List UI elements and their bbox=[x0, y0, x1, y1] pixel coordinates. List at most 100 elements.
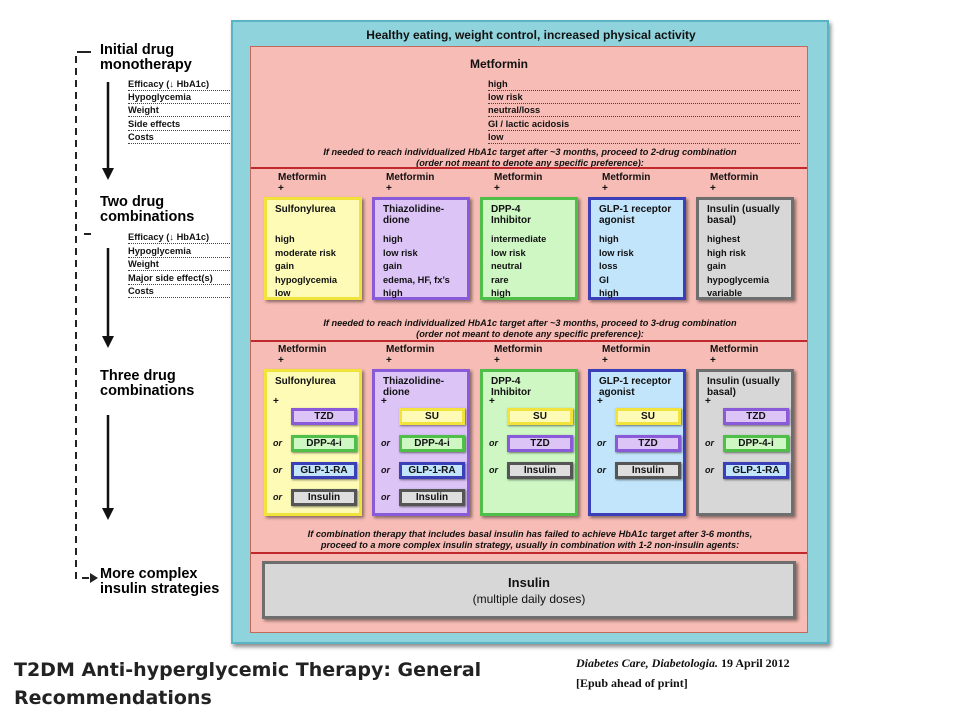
option-insulin: Insulin bbox=[291, 489, 357, 506]
drug-name-line: basal) bbox=[707, 387, 736, 398]
drug-value: low risk bbox=[599, 247, 634, 258]
metformin-value: low bbox=[488, 131, 800, 144]
drug-name-line: Sulfonylurea bbox=[275, 204, 336, 215]
drug-value: highest bbox=[707, 234, 741, 244]
metformin-label: Metformin bbox=[602, 344, 651, 355]
metformin-label: Metformin bbox=[710, 344, 759, 355]
option-tzd: TZD bbox=[291, 408, 357, 425]
metformin-value: low risk bbox=[488, 91, 800, 105]
divider-line bbox=[251, 167, 807, 169]
criterion-label: Hypoglycemia bbox=[128, 245, 194, 256]
or-label: or bbox=[381, 492, 390, 502]
metformin-value: high bbox=[488, 78, 800, 91]
or-label: or bbox=[381, 438, 390, 448]
citation-date: 19 April 2012 bbox=[720, 656, 790, 670]
option-insulin: Insulin bbox=[507, 462, 573, 479]
criterion-label: Major side effect(s) bbox=[128, 272, 215, 283]
drug-name-line: agonist bbox=[599, 215, 635, 226]
divider-line bbox=[251, 340, 807, 342]
plus-sign: + bbox=[278, 183, 284, 194]
option-tzd: TZD bbox=[507, 435, 573, 452]
drug-value: loss bbox=[599, 261, 618, 272]
drug-value: high bbox=[383, 234, 403, 244]
option-insulin: Insulin bbox=[399, 489, 465, 506]
drug-value: edema, HF, fx’s bbox=[383, 274, 450, 285]
drug-name-line: Inhibitor bbox=[491, 215, 531, 226]
or-label: or bbox=[705, 465, 714, 475]
option-dpp-4-i: DPP-4-i bbox=[723, 435, 789, 452]
plus-sign: + bbox=[381, 396, 387, 407]
plus-sign: + bbox=[597, 396, 603, 407]
metformin-value: neutral/loss bbox=[488, 104, 800, 118]
metformin-label: Metformin bbox=[278, 172, 327, 183]
monotherapy-title: Metformin bbox=[470, 57, 528, 71]
stage-two-drug: Two drug combinations bbox=[100, 194, 195, 225]
drug-value: high bbox=[383, 288, 403, 299]
criterion-row: Major side effect(s) bbox=[128, 272, 264, 285]
metformin-label: Metformin bbox=[386, 172, 435, 183]
therapy-panel bbox=[250, 46, 808, 633]
drug-value: GI bbox=[599, 274, 609, 285]
plus-sign: + bbox=[494, 355, 500, 366]
citation: Diabetes Care, Diabetologia. 19 April 20… bbox=[576, 653, 790, 693]
plus-sign: + bbox=[489, 396, 495, 407]
drug-name-line: GLP-1 receptor bbox=[599, 376, 672, 387]
plus-sign: + bbox=[602, 355, 608, 366]
drug-value: intermediate bbox=[491, 234, 547, 244]
drug-value: high bbox=[491, 288, 511, 299]
drug-name-line: dione bbox=[383, 215, 410, 226]
or-label: or bbox=[489, 438, 498, 448]
or-label: or bbox=[273, 465, 282, 475]
option-su: SU bbox=[399, 408, 465, 425]
criterion-label: Costs bbox=[128, 131, 156, 142]
metformin-value: GI / lactic acidosis bbox=[488, 118, 800, 131]
drug-value: high bbox=[599, 234, 619, 244]
drug-name-line: Sulfonylurea bbox=[275, 376, 336, 387]
drug-name-line: GLP-1 receptor bbox=[599, 204, 672, 215]
drug-value: low risk bbox=[491, 247, 526, 258]
option-dpp-4-i: DPP-4-i bbox=[399, 435, 465, 452]
option-insulin: Insulin bbox=[615, 462, 681, 479]
criterion-label: Efficacy (↓ HbA1c) bbox=[128, 232, 212, 242]
option-glp-1-ra: GLP-1-RA bbox=[399, 462, 465, 479]
drug-name-line: Thiazolidine- bbox=[383, 376, 445, 387]
option-glp-1-ra: GLP-1-RA bbox=[291, 462, 357, 479]
metformin-label: Metformin bbox=[386, 344, 435, 355]
slide-caption: T2DM Anti-hyperglycemic Therapy: General… bbox=[14, 659, 482, 709]
lifestyle-banner: Healthy eating, weight control, increase… bbox=[366, 28, 696, 42]
or-label: or bbox=[597, 438, 606, 448]
or-label: or bbox=[489, 465, 498, 475]
drug-value: low bbox=[275, 288, 291, 299]
metformin-label: Metformin bbox=[494, 344, 543, 355]
escalation-note-1: If needed to reach individualized HbA1c … bbox=[323, 147, 737, 168]
plus-sign: + bbox=[273, 396, 279, 407]
criterion-label: Weight bbox=[128, 105, 161, 116]
drug-value: gain bbox=[707, 261, 727, 272]
drug-value: high bbox=[275, 234, 295, 244]
drug-name: Sulfonylurea bbox=[275, 376, 336, 387]
option-dpp-4-i: DPP-4-i bbox=[291, 435, 357, 452]
option-glp-1-ra: GLP-1-RA bbox=[723, 462, 789, 479]
citation-journals: Diabetes Care, Diabetologia. bbox=[576, 656, 718, 670]
option-su: SU bbox=[507, 408, 573, 425]
metformin-label: Metformin bbox=[494, 172, 543, 183]
escalation-note-2: If needed to reach individualized HbA1c … bbox=[323, 318, 737, 339]
plus-sign: + bbox=[705, 396, 711, 407]
option-tzd: TZD bbox=[723, 408, 789, 425]
drug-value: neutral bbox=[491, 261, 522, 272]
criterion-label: Weight bbox=[128, 259, 161, 270]
drug-value: moderate risk bbox=[275, 247, 336, 258]
divider-line bbox=[251, 552, 807, 554]
drug-name-line: DPP-4 bbox=[491, 376, 521, 387]
criterion-label: Side effects bbox=[128, 118, 183, 129]
